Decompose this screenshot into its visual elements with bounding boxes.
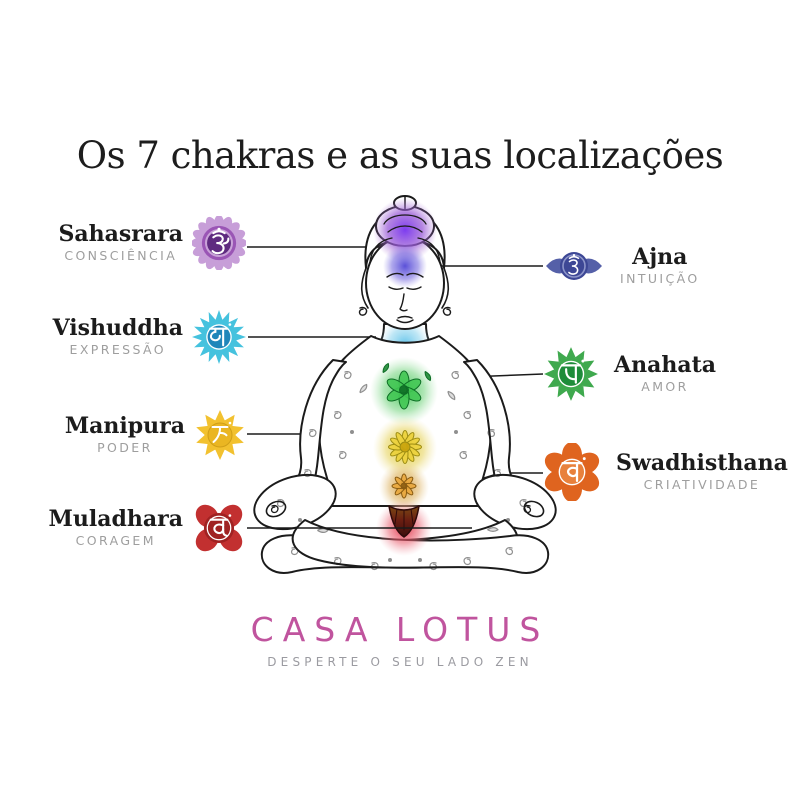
chakra-label: Vishuddha EXPRESSÃO xyxy=(52,314,183,358)
chakra-row-vishuddha: Vishuddha EXPRESSÃO xyxy=(53,310,246,364)
chakra-trait: CRIATIVIDADE xyxy=(643,477,761,493)
chakra-trait: INTUIÇÃO xyxy=(620,271,700,287)
page-title: Os 7 chakras e as suas localizações xyxy=(76,134,724,177)
om-symbol xyxy=(211,227,230,255)
chakra-name: Muladhara xyxy=(48,505,183,532)
root-chakra-icon xyxy=(192,501,246,555)
solar-plexus-chakra-icon xyxy=(194,409,246,461)
chakra-label: Muladhara CORAGEM xyxy=(48,505,183,549)
chakra-label: Manipura PODER xyxy=(64,412,185,456)
chakra-label: Ajna INTUIÇÃO xyxy=(620,243,700,287)
sacral-chakra-icon xyxy=(543,443,601,501)
chakra-name: Anahata xyxy=(614,351,716,378)
chakra-trait: AMOR xyxy=(641,379,689,395)
vam-symbol xyxy=(561,457,586,483)
chakra-label: Anahata AMOR xyxy=(614,351,716,395)
chakra-name: Manipura xyxy=(64,412,185,439)
brand-name: CASA LOTUS xyxy=(250,610,550,649)
solar-flower xyxy=(388,430,422,464)
chakra-trait: PODER xyxy=(97,440,153,456)
third-eye-chakra-icon xyxy=(543,244,605,288)
crown-chakra-icon xyxy=(192,216,246,270)
ham-symbol xyxy=(209,323,232,347)
lam-symbol xyxy=(209,514,232,537)
ornamental-texture xyxy=(276,371,528,571)
chakra-row-muladhara: Muladhara CORAGEM xyxy=(49,501,246,555)
chakra-trait: CORAGEM xyxy=(75,533,156,549)
chakra-label: Swadhisthana CRIATIVIDADE xyxy=(616,449,788,493)
chakra-name: Vishuddha xyxy=(52,314,183,341)
throat-chakra-icon xyxy=(192,310,246,364)
chakra-row-anahata: Anahata AMOR xyxy=(543,346,716,402)
sacral-flower xyxy=(391,473,417,499)
chakra-row-swadhisthana: Swadhisthana CRIATIVIDADE xyxy=(543,443,788,501)
ram-symbol xyxy=(211,421,232,443)
heart-chakra-icon xyxy=(543,346,599,402)
om-symbol xyxy=(568,253,580,275)
chakra-trait: CONSCIÊNCIA xyxy=(64,248,178,264)
heart-flower xyxy=(380,362,434,410)
brand-tagline: DESPERTE O SEU LADO ZEN xyxy=(267,655,533,669)
chakra-label: Sahasrara CONSCIÊNCIA xyxy=(58,220,183,264)
chakra-name: Swadhisthana xyxy=(616,449,788,476)
brand-logo: CASA LOTUS DESPERTE O SEU LADO ZEN xyxy=(0,610,800,669)
chakra-row-ajna: Ajna INTUIÇÃO xyxy=(543,244,700,288)
chakra-row-manipura: Manipura PODER xyxy=(65,409,246,461)
chakra-row-sahasrara: Sahasrara CONSCIÊNCIA xyxy=(59,216,246,270)
chakra-name: Sahasrara xyxy=(58,220,183,247)
yam-symbol xyxy=(560,359,585,384)
chakra-trait: EXPRESSÃO xyxy=(69,342,167,358)
chakra-name: Ajna xyxy=(632,243,688,270)
